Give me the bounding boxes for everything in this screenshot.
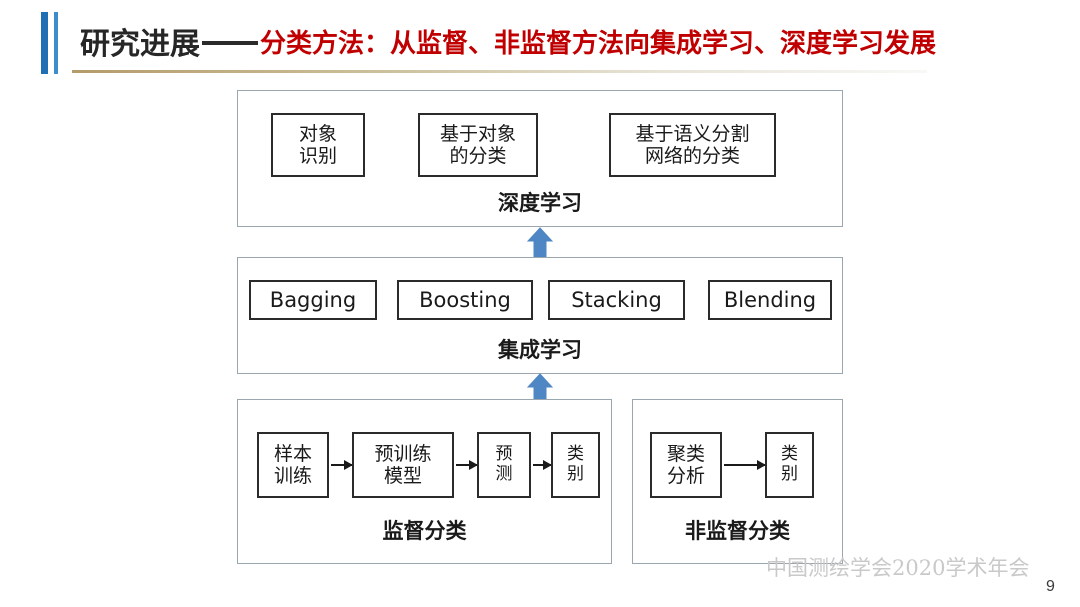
page-number: 9 <box>1046 578 1055 595</box>
flow-arrow-model-to-predict <box>456 460 478 470</box>
flow-arrow-predict-to-class <box>533 460 552 470</box>
group-label-ensemble-learning: 集成学习 <box>498 338 582 362</box>
watermark-text: 中国测绘学会2020学术年会 <box>766 556 1030 580</box>
title-dash-separator <box>202 41 258 45</box>
node-stacking: Stacking <box>548 280 685 320</box>
group-deep-learning: 对象 识别 基于对象 的分类 基于语义分割 网络的分类 深度学习 <box>237 90 843 227</box>
node-semantic-segmentation-classification: 基于语义分割 网络的分类 <box>609 113 776 177</box>
group-label-deep-learning: 深度学习 <box>498 191 582 215</box>
node-class-supervised: 类 别 <box>551 432 600 498</box>
title-underline <box>72 70 927 73</box>
title-accent-bar-thick <box>41 12 48 74</box>
node-prediction: 预 测 <box>477 432 531 498</box>
node-class-unsupervised: 类 别 <box>765 432 814 498</box>
flow-arrow-cluster-to-class <box>724 460 766 470</box>
group-unsupervised-classification: 聚类 分析 类 别 非监督分类 <box>632 399 843 564</box>
slide-title: 研究进展 分类方法：从监督、非监督方法向集成学习、深度学习发展 <box>80 18 936 64</box>
group-label-unsupervised-classification: 非监督分类 <box>685 519 790 543</box>
title-accent-bar-thin <box>54 12 58 74</box>
node-object-recognition: 对象 识别 <box>271 113 365 177</box>
flow-arrow-sample-to-model <box>331 460 353 470</box>
node-sample-training: 样本 训练 <box>257 432 329 498</box>
up-arrow-ensemble-to-deep <box>527 227 553 261</box>
node-pretrained-model: 预训练 模型 <box>352 432 454 498</box>
group-label-supervised-classification: 监督分类 <box>382 519 467 543</box>
group-ensemble-learning: Bagging Boosting Stacking Blending 集成学习 <box>237 257 843 374</box>
node-blending: Blending <box>708 280 832 320</box>
page-subtitle: 分类方法：从监督、非监督方法向集成学习、深度学习发展 <box>260 28 937 59</box>
page-title: 研究进展 <box>80 27 200 62</box>
node-cluster-analysis: 聚类 分析 <box>650 432 722 498</box>
node-bagging: Bagging <box>249 280 377 320</box>
group-supervised-classification: 样本 训练 预训练 模型 预 测 类 别 监督分类 <box>237 399 612 564</box>
node-object-based-classification: 基于对象 的分类 <box>418 113 538 177</box>
node-boosting: Boosting <box>397 280 533 320</box>
